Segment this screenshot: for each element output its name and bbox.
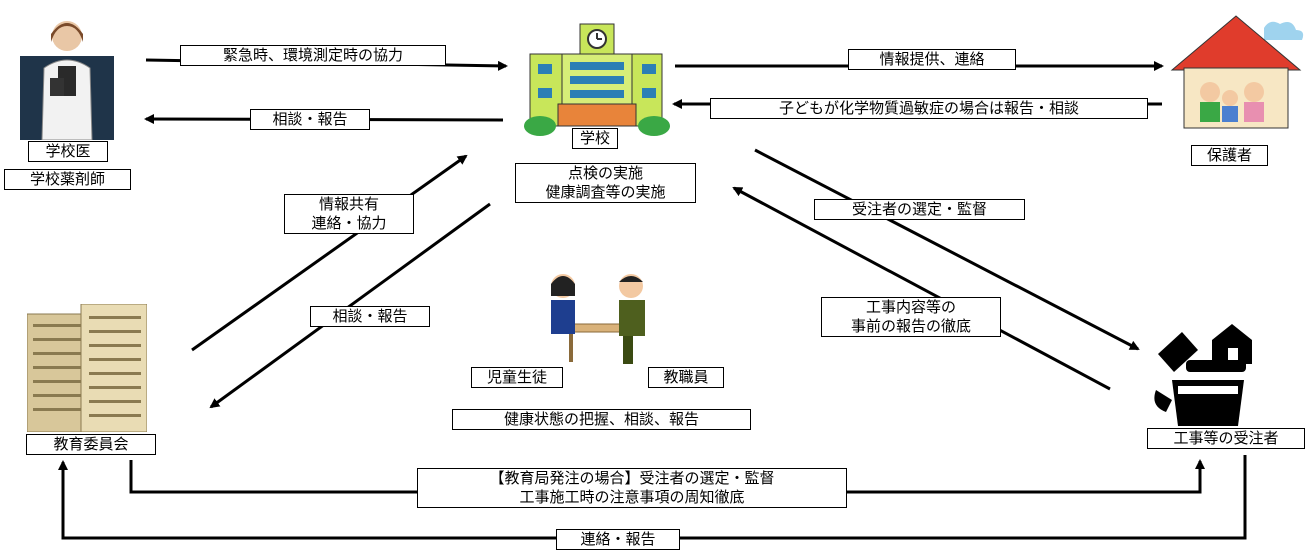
node-school: 学校 xyxy=(572,128,618,149)
label-board-to-contractor: 【教育局発注の場合】受注者の選定・監督 工事施工時の注意事項の周知徹底 xyxy=(417,468,847,508)
label-school-to-contractor: 受注者の選定・監督 xyxy=(814,199,1025,220)
node-guardians: 保護者 xyxy=(1191,145,1268,166)
node-school-tasks: 点検の実施 健康調査等の実施 xyxy=(515,163,696,203)
classroom-consultation-illustration xyxy=(551,274,645,364)
node-school-pharmacist: 学校薬剤師 xyxy=(4,169,131,190)
node-staff: 教職員 xyxy=(648,367,724,388)
node-board-of-education: 教育委員会 xyxy=(26,434,156,455)
label-school-to-board: 相談・報告 xyxy=(310,306,430,327)
label-school-to-guardians: 情報提供、連絡 xyxy=(848,49,1016,70)
label-contractor-to-school: 工事内容等の 事前の報告の徹底 xyxy=(821,297,1001,337)
label-classroom: 健康状態の把握、相談、報告 xyxy=(452,409,751,430)
arrow-board-to-school xyxy=(191,154,468,352)
arrow-school-to-contractor xyxy=(754,148,1140,351)
construction-tools-illustration xyxy=(1154,324,1252,426)
arrow-contractor-to-school xyxy=(732,186,1111,391)
label-school-to-doctor: 相談・報告 xyxy=(250,109,370,130)
office-tower-illustration xyxy=(27,304,147,432)
label-board-to-school: 情報共有 連絡・協力 xyxy=(284,194,414,234)
label-doctor-to-school: 緊急時、環境測定時の協力 xyxy=(180,45,446,66)
node-students: 児童生徒 xyxy=(471,367,563,388)
label-guardians-to-school: 子どもが化学物質過敏症の場合は報告・相談 xyxy=(710,98,1148,119)
node-school-doctor: 学校医 xyxy=(28,141,108,162)
label-contractor-to-board: 連絡・報告 xyxy=(556,529,680,550)
arrow-school-to-board xyxy=(209,202,491,409)
node-contractor: 工事等の受注者 xyxy=(1147,428,1305,449)
doctor-illustration xyxy=(20,21,114,140)
school-building-illustration xyxy=(524,23,670,136)
family-house-illustration xyxy=(1170,15,1304,129)
